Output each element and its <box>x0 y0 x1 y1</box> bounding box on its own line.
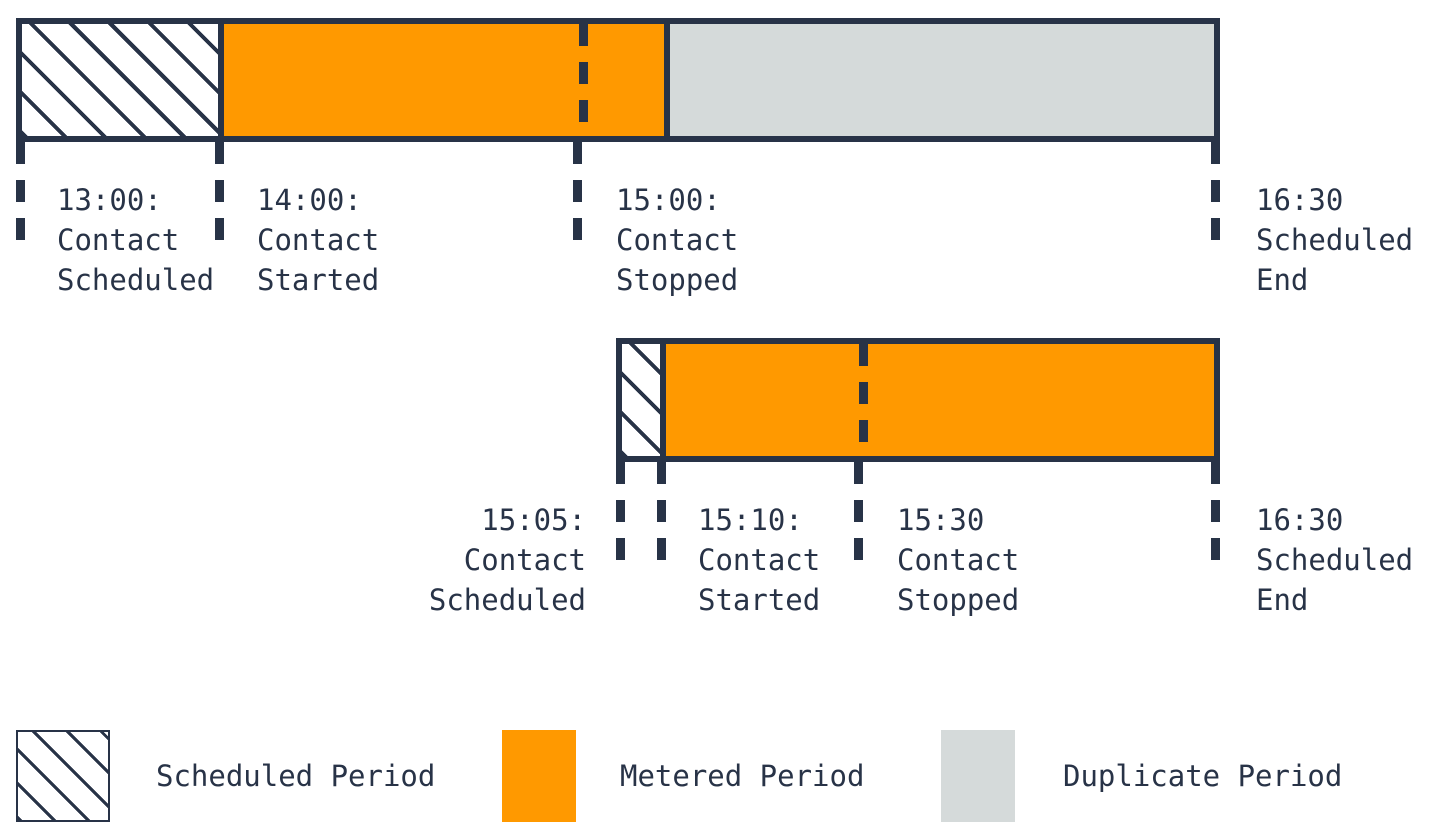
timeline-bar-original <box>16 18 1220 142</box>
stop-marker-duplicate <box>859 344 868 456</box>
label-15-30-contact-stopped: 15:30 Contact Stopped <box>897 503 1020 617</box>
legend-label-metered-period: Metered Period <box>620 759 865 793</box>
legend-swatch-duplicate-period-icon <box>941 730 1015 822</box>
label-15-05-contact-scheduled: 15:05: Contact Scheduled <box>428 503 586 617</box>
segment-metered-period-duplicate <box>666 344 1214 456</box>
label-13-00-contact-scheduled: 13:00: Contact Scheduled <box>57 183 215 297</box>
segment-metered-period-original <box>224 24 664 136</box>
tick-16-30-original <box>1211 142 1220 250</box>
tick-15-05 <box>616 462 625 570</box>
label-16-30-scheduled-end-original: 16:30 Scheduled End <box>1256 183 1414 297</box>
legend: Scheduled Period Metered Period Duplicat… <box>0 726 1448 836</box>
tick-16-30-duplicate <box>1211 462 1220 570</box>
segment-scheduled-period-duplicate <box>622 344 666 456</box>
segment-scheduled-period-original <box>22 24 224 136</box>
tick-15-30 <box>854 462 863 570</box>
legend-item-duplicate-period: Duplicate Period <box>941 726 1342 826</box>
label-15-00-contact-stopped: 15:00: Contact Stopped <box>616 183 739 297</box>
tick-13-00 <box>16 142 25 250</box>
legend-label-duplicate-period: Duplicate Period <box>1063 759 1343 793</box>
tick-15-00 <box>573 142 582 250</box>
legend-label-scheduled-period: Scheduled Period <box>156 759 436 793</box>
tick-15-10 <box>657 462 666 570</box>
legend-item-scheduled-period: Scheduled Period <box>16 726 435 826</box>
legend-swatch-metered-period-icon <box>502 730 576 822</box>
label-15-10-contact-started: 15:10: Contact Started <box>698 503 821 617</box>
stop-marker-original <box>579 24 588 136</box>
timeline-bar-duplicate <box>616 338 1220 462</box>
segment-duplicate-period-original <box>664 24 1214 136</box>
label-14-00-contact-started: 14:00: Contact Started <box>257 183 380 297</box>
tick-14-00 <box>215 142 224 250</box>
legend-item-metered-period: Metered Period <box>502 726 864 826</box>
legend-swatch-scheduled-period-icon <box>16 730 110 822</box>
label-16-30-scheduled-end-duplicate: 16:30 Scheduled End <box>1256 503 1414 617</box>
